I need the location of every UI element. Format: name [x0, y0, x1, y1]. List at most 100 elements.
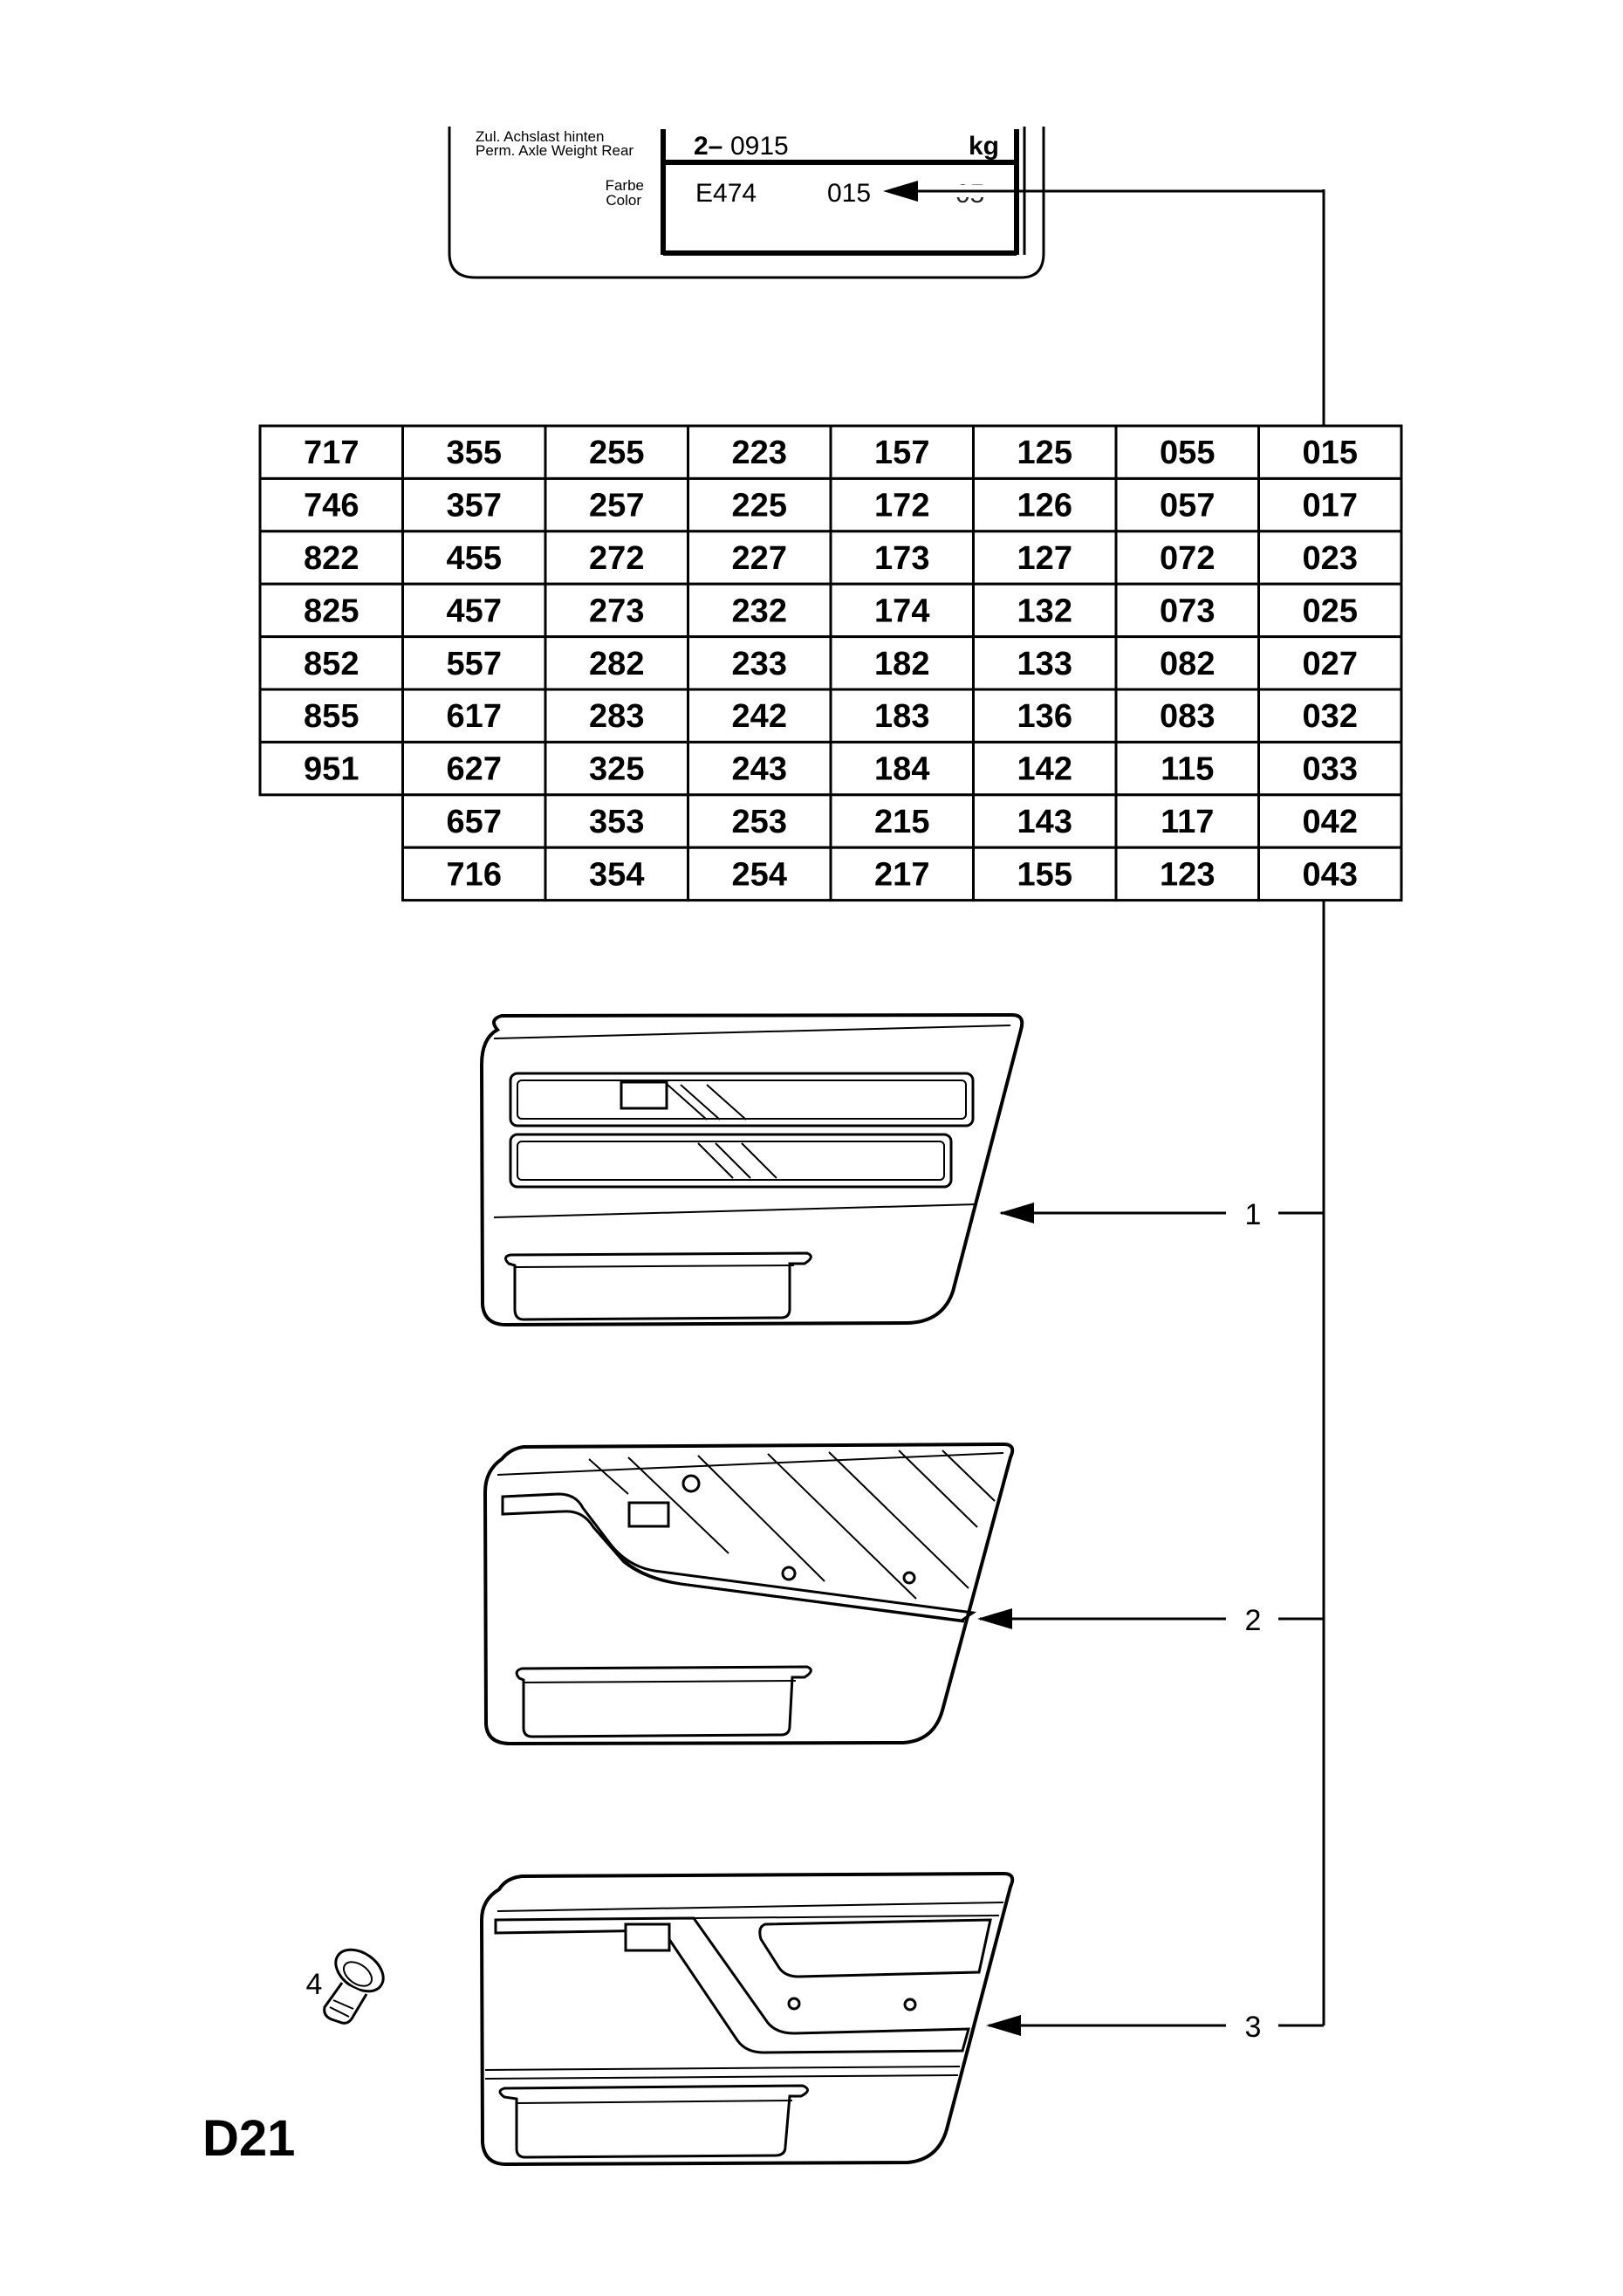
color-code-value: 126: [1017, 488, 1072, 524]
table-cell: [972, 476, 1118, 533]
color-code-value: 627: [447, 751, 502, 788]
door-panel-1: [479, 1012, 1024, 1327]
table-cell: [1114, 740, 1260, 797]
arrowhead-icon: [986, 2015, 1021, 2036]
color-code-value: 217: [874, 856, 929, 893]
table-cell: [1257, 476, 1403, 533]
color-code-value: 353: [589, 804, 644, 840]
color-code-value: 027: [1303, 646, 1358, 682]
callout-3: 3: [986, 2011, 1324, 2044]
color-code-value: 073: [1160, 593, 1215, 629]
table-cell: [258, 688, 404, 744]
color-code-value: 023: [1303, 540, 1358, 577]
callout-1: 1: [999, 1198, 1324, 1231]
color-code-value: 852: [304, 646, 359, 682]
color-code-value: 157: [874, 435, 929, 471]
color-code-value: 155: [1017, 856, 1072, 893]
color-code-value: 117: [1161, 804, 1214, 840]
callout-number-3: 3: [1245, 2011, 1262, 2044]
color-label-en: Color: [606, 192, 641, 209]
color-code-value: 257: [589, 488, 644, 524]
color-code-value: 132: [1017, 593, 1072, 629]
table-cell: [972, 424, 1118, 480]
color-code-value: 272: [589, 540, 644, 577]
table-cell: [829, 424, 975, 480]
table-cell: [687, 635, 832, 691]
color-code-value: 232: [732, 593, 787, 629]
table-cell: [258, 476, 404, 533]
color-code-value: 127: [1017, 540, 1072, 577]
table-cell: [258, 740, 404, 797]
table-cell: [829, 476, 975, 533]
color-code-value: 082: [1160, 646, 1215, 682]
color-code-value: 033: [1303, 751, 1358, 788]
color-code-value: 173: [874, 540, 929, 577]
table-cell: [1257, 846, 1403, 902]
arrowhead-icon: [977, 1608, 1012, 1629]
identification-plate: Zul. Achslast hinten Perm. Axle Weight R…: [448, 127, 1324, 279]
door-panel-3: [479, 1871, 1015, 2167]
table-cell: [972, 688, 1118, 744]
table-cell: [1257, 740, 1403, 797]
table-cell: [1257, 530, 1403, 586]
color-code-value: 017: [1303, 488, 1358, 524]
color-code-value: 825: [304, 593, 359, 629]
color-code-value: 355: [447, 435, 502, 471]
color-code-value: 182: [874, 646, 929, 682]
plate-outline: [448, 127, 1045, 279]
table-cell: [972, 846, 1118, 902]
color-code-value: 273: [589, 593, 644, 629]
table-cell: [829, 793, 975, 849]
table-cell: [401, 793, 547, 849]
axle-value: 0915: [730, 132, 789, 161]
color-code-value: 455: [447, 540, 502, 577]
color-code-value: 043: [1303, 856, 1358, 893]
axle-unit: kg: [969, 132, 999, 161]
color-code-value: 253: [732, 804, 787, 840]
color-code-value: 254: [732, 856, 787, 893]
color-code-value: 072: [1160, 540, 1215, 577]
color-code-value: 174: [874, 593, 929, 629]
callout-2: 2: [977, 1604, 1324, 1637]
table-cell: [401, 688, 547, 744]
table-cell: [1257, 635, 1403, 691]
arrowhead-icon: [883, 181, 918, 202]
color-code-value: 057: [1160, 488, 1215, 524]
color-code-value: 133: [1017, 646, 1072, 682]
color-code-value: 716: [447, 856, 502, 893]
callout-number-2: 2: [1245, 1604, 1262, 1637]
color-code-value: 125: [1017, 435, 1072, 471]
table-cell: [687, 740, 832, 797]
color-code-value: 357: [447, 488, 502, 524]
table-cell: [401, 476, 547, 533]
color-code-value: 657: [447, 804, 502, 840]
door-panel-2: [483, 1442, 1015, 1746]
clip-icon: [323, 1948, 385, 2025]
color-code-value: 032: [1303, 698, 1358, 735]
color-code-value: 083: [1160, 698, 1215, 735]
color-code-value: 025: [1303, 593, 1358, 629]
color-code-value: 717: [304, 435, 359, 471]
color-code-value: 123: [1160, 856, 1215, 893]
table-cell: [1114, 846, 1260, 902]
color-code-value: 215: [874, 804, 929, 840]
table-cell: [972, 793, 1118, 849]
color-code-value: 283: [589, 698, 644, 735]
table-cell: [544, 582, 689, 639]
table-cell: [687, 846, 832, 902]
color-code-value: 951: [304, 751, 359, 788]
color-code-value: 015: [1303, 435, 1358, 471]
color-code-value: 282: [589, 646, 644, 682]
table-cell: [1257, 688, 1403, 744]
table-cell: [972, 530, 1118, 586]
callout-number-4: 4: [306, 1968, 323, 2001]
color-code: E474: [695, 179, 757, 208]
table-cell: [687, 530, 832, 586]
color-code-value: 557: [447, 646, 502, 682]
color-code-value: 172: [874, 488, 929, 524]
color-code-value: 617: [447, 698, 502, 735]
table-cell: [829, 688, 975, 744]
color-code-value: 223: [732, 435, 787, 471]
